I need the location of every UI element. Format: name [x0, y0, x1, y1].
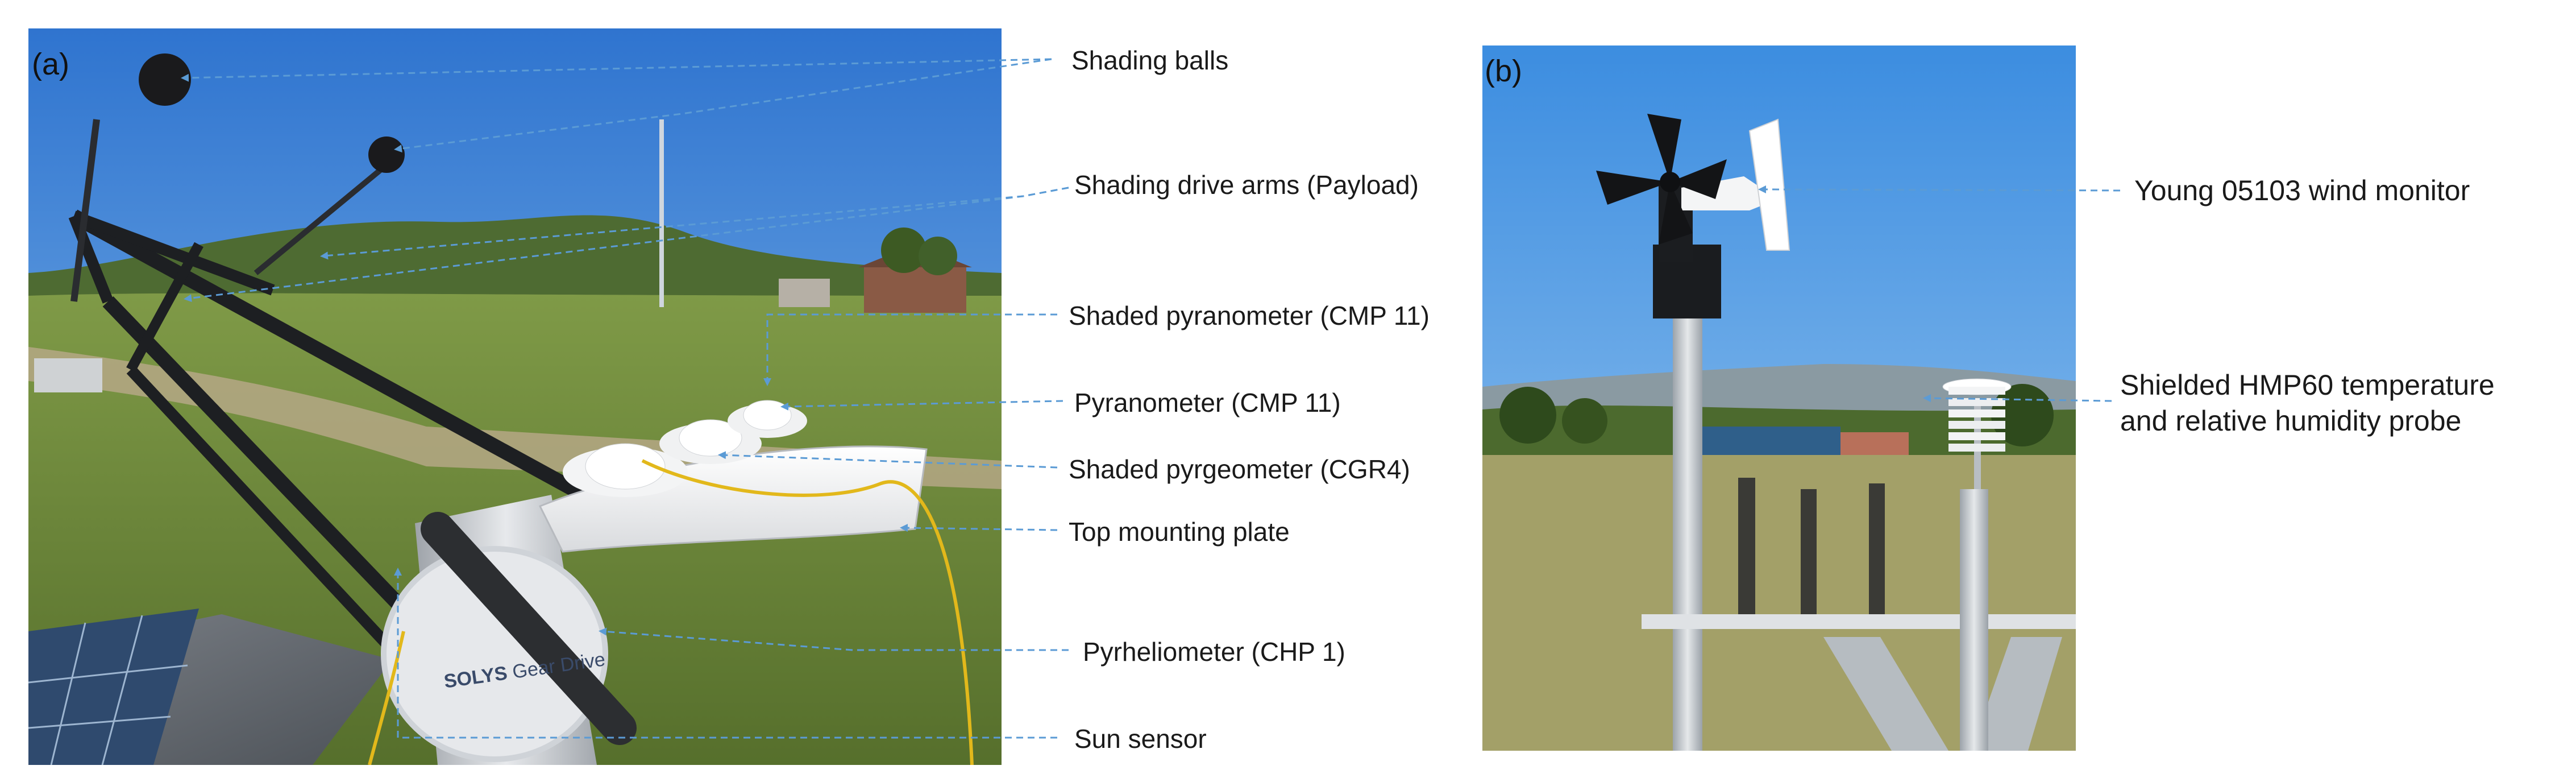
callout-wind-monitor: Young 05103 wind monitor: [2134, 175, 2470, 206]
callout-shading-drive-arms: Shading drive arms (Payload): [1074, 170, 1419, 200]
callout-shaded-pyrgeometer: Shaded pyrgeometer (CGR4): [1069, 454, 1410, 484]
callout-top-mounting-plate: Top mounting plate: [1069, 517, 1290, 547]
panel-label-b: (b): [1485, 54, 1522, 88]
callout-pyrheliometer: Pyrheliometer (CHP 1): [1083, 637, 1345, 667]
panel-label-a: (a): [32, 47, 69, 81]
callout-pyranometer: Pyranometer (CMP 11): [1074, 388, 1341, 417]
callout-shading-balls: Shading balls: [1071, 45, 1229, 75]
callout-hmp60-line1: Shielded HMP60 temperature: [2120, 369, 2495, 401]
photo-solar-tracker: SOLYS Gear Drive: [28, 28, 1002, 765]
weather-station-illustration: [1482, 45, 2076, 751]
photo-weather-station: [1482, 45, 2076, 751]
callout-shaded-pyranometer: Shaded pyranometer (CMP 11): [1069, 301, 1430, 330]
callout-hmp60-line2: and relative humidity probe: [2120, 405, 2462, 437]
solar-tracker-illustration: [28, 28, 1002, 765]
callout-sun-sensor: Sun sensor: [1074, 724, 1207, 754]
